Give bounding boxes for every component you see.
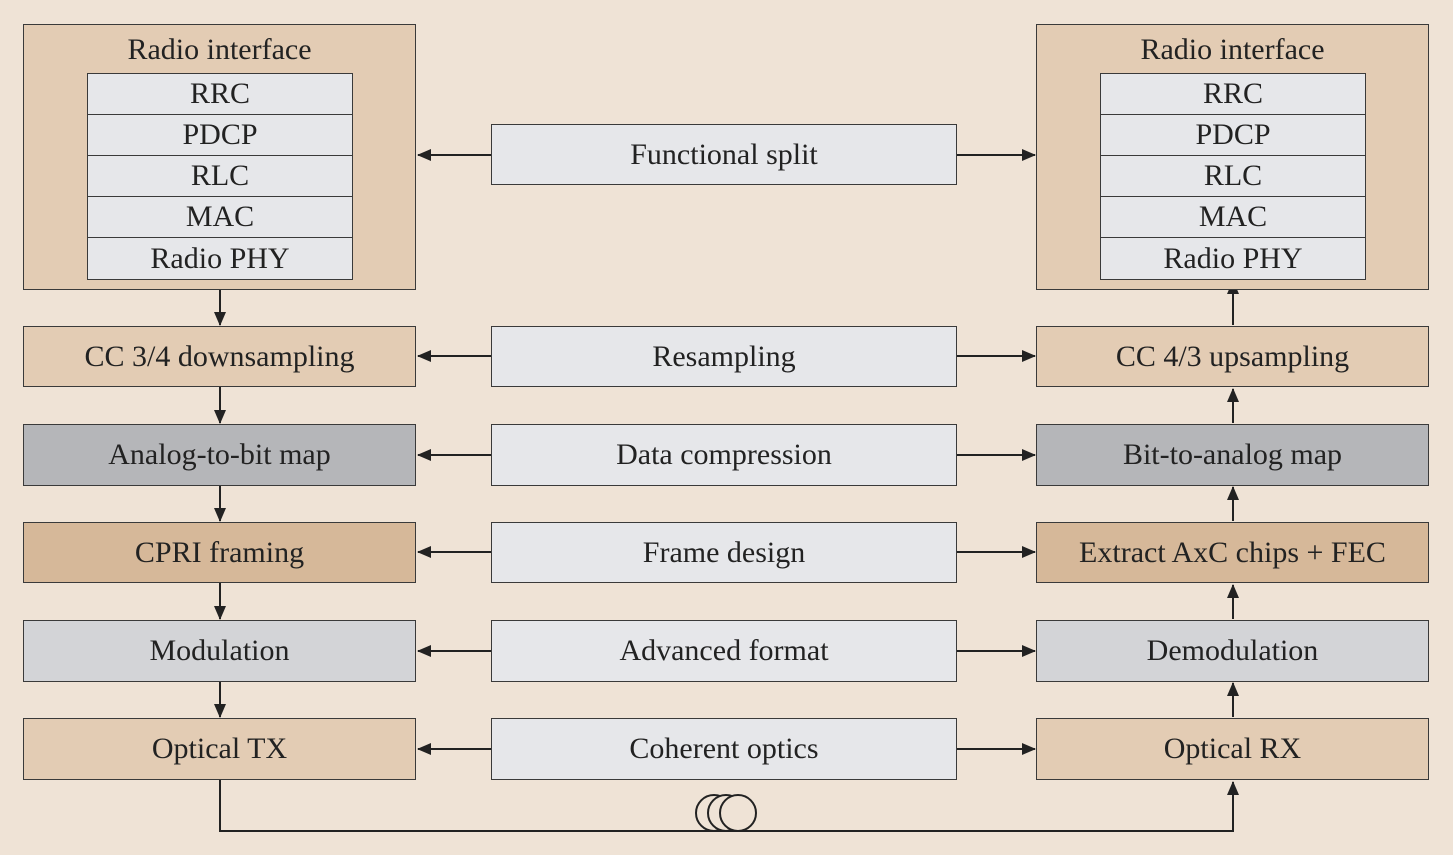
tx-protocol-stack: RRC PDCP RLC MAC Radio PHY bbox=[87, 73, 353, 280]
tx-radio-interface: Radio interface RRC PDCP RLC MAC Radio P… bbox=[23, 24, 416, 290]
rx-upsampling-box: CC 4/3 upsampling bbox=[1036, 326, 1429, 387]
rx-radio-interface: Radio interface RRC PDCP RLC MAC Radio P… bbox=[1036, 24, 1429, 290]
frame-design-box: Frame design bbox=[491, 522, 957, 583]
tx-radio-interface-title: Radio interface bbox=[127, 33, 312, 66]
tx-layer-radio-phy: Radio PHY bbox=[150, 241, 290, 275]
rx-layer-rrc: RRC bbox=[1101, 74, 1365, 115]
tx-optical-box: Optical TX bbox=[23, 718, 416, 780]
tx-layer-pdcp: PDCP bbox=[88, 115, 352, 156]
tx-analog-to-bit-box: Analog-to-bit map bbox=[23, 424, 416, 486]
rx-extract-axc-box: Extract AxC chips + FEC bbox=[1036, 522, 1429, 583]
tx-downsampling-box: CC 3/4 downsampling bbox=[23, 326, 416, 387]
rx-protocol-stack: RRC PDCP RLC MAC Radio PHY bbox=[1100, 73, 1366, 280]
tx-layer-rlc: RLC bbox=[88, 156, 352, 197]
coherent-optics-box: Coherent optics bbox=[491, 718, 957, 780]
resampling-box: Resampling bbox=[491, 326, 957, 387]
rx-layer-mac: MAC bbox=[1101, 197, 1365, 238]
rx-optical-box: Optical RX bbox=[1036, 718, 1429, 780]
tx-layer-rrc: RRC bbox=[88, 74, 352, 115]
rx-layer-rlc: RLC bbox=[1101, 156, 1365, 197]
rx-layer-pdcp: PDCP bbox=[1101, 115, 1365, 156]
rx-radio-interface-title: Radio interface bbox=[1140, 33, 1325, 66]
data-compression-box: Data compression bbox=[491, 424, 957, 486]
tx-modulation-box: Modulation bbox=[23, 620, 416, 682]
rx-layer-radio-phy: Radio PHY bbox=[1163, 241, 1303, 275]
rx-bit-to-analog-box: Bit-to-analog map bbox=[1036, 424, 1429, 486]
tx-cpri-framing-box: CPRI framing bbox=[23, 522, 416, 583]
advanced-format-box: Advanced format bbox=[491, 620, 957, 682]
tx-layer-mac: MAC bbox=[88, 197, 352, 238]
functional-split-box: Functional split bbox=[491, 124, 957, 185]
fiber-coil-icon bbox=[695, 794, 757, 832]
rx-demodulation-box: Demodulation bbox=[1036, 620, 1429, 682]
